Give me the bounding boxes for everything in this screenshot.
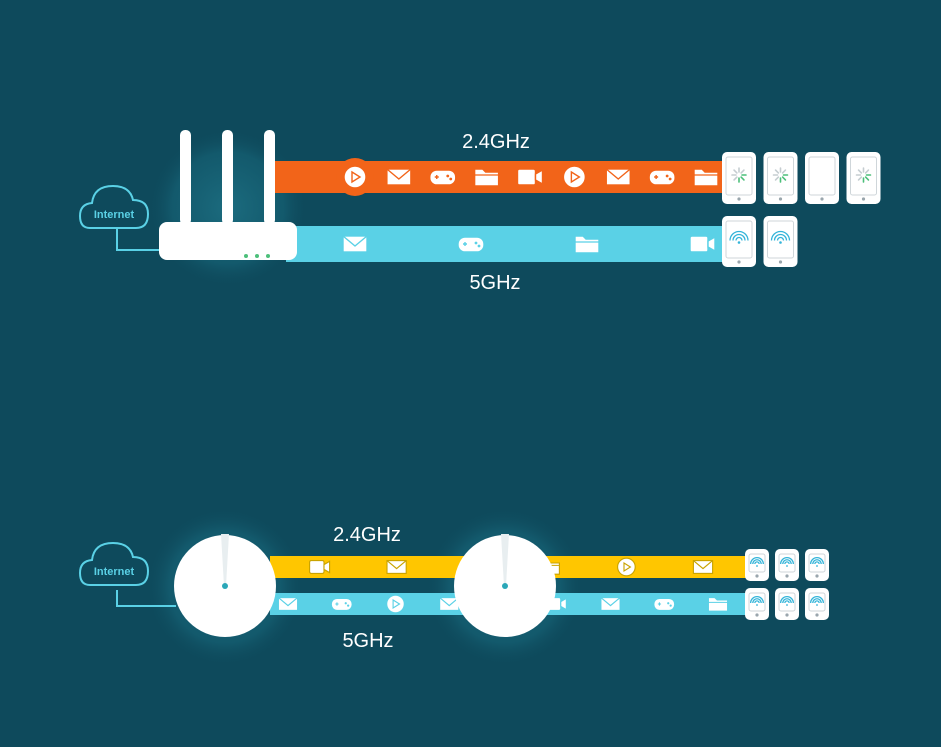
loading-spinner-icon [731,167,747,183]
folder-icon [693,168,719,187]
mail-icon [692,560,714,574]
wifi-icon [779,596,795,606]
band-5ghz-label: 5GHz [342,630,393,652]
mail-icon [386,560,407,574]
internet-label: Internet [94,566,135,578]
internet-cable [116,590,176,607]
band-24ghz-label: 2.4GHz [333,524,401,546]
folder-icon [473,168,500,187]
smartphone-icon [775,549,799,581]
mail-icon [342,235,368,253]
wifi-icon [729,230,749,244]
mesh-unit-2 [454,534,556,637]
band-24ghz-devices [722,152,881,204]
wifi-icon [809,596,825,606]
folder-icon [574,235,600,254]
play-icon [386,594,405,614]
band-5ghz-icons [342,235,716,254]
wifi-icon [749,596,765,606]
play-icon [617,557,636,577]
mail-icon [605,168,631,186]
band-5ghz-devices [722,216,798,267]
band-5ghz-label: 5GHz [469,272,520,294]
band-24ghz-icons [336,158,719,196]
smartphone-icon [763,216,798,267]
smartphone-icon [805,152,839,204]
smartphone-icon [763,152,798,204]
mesh-unit-1 [174,534,276,637]
router-icon [159,130,297,260]
internet-label: Internet [94,209,135,221]
smartphone-icon [805,549,829,581]
video-icon [309,560,331,574]
loading-spinner-icon [772,167,789,183]
mail-icon [386,168,412,186]
band-24ghz-label: 2.4GHz [462,131,530,153]
smartphone-icon [846,152,881,204]
video-icon [516,168,544,186]
top-diagram: Internet 2.4GHz 5GHz [78,128,881,294]
gamepad-icon [457,236,485,253]
gamepad-icon [648,169,676,186]
mail-icon [439,597,460,611]
smartphone-icon [722,152,756,204]
gamepad-icon [653,597,676,611]
internet-cloud-icon [78,541,150,586]
mail-icon [600,597,621,611]
loading-spinner-icon [855,167,872,183]
client-devices [745,549,829,620]
smartphone-icon [745,549,769,581]
play-icon [343,165,367,189]
gamepad-icon [429,169,457,186]
video-icon [689,235,716,253]
internet-cloud-icon [78,184,150,229]
play-icon [562,165,587,189]
wifi-icon [809,557,825,567]
wifi-icon [779,557,795,567]
bottom-diagram: Internet 2.4GHz 5GHz [78,507,829,667]
mail-icon [277,597,299,611]
gamepad-icon [330,597,353,611]
wifi-icon [749,557,765,567]
band-24ghz-icons [309,557,714,577]
wifi-icon [770,230,791,244]
smartphone-icon [745,588,769,620]
smartphone-icon [722,216,756,267]
smartphone-icon [805,588,829,620]
folder-icon [707,597,729,612]
smartphone-icon [775,588,799,620]
